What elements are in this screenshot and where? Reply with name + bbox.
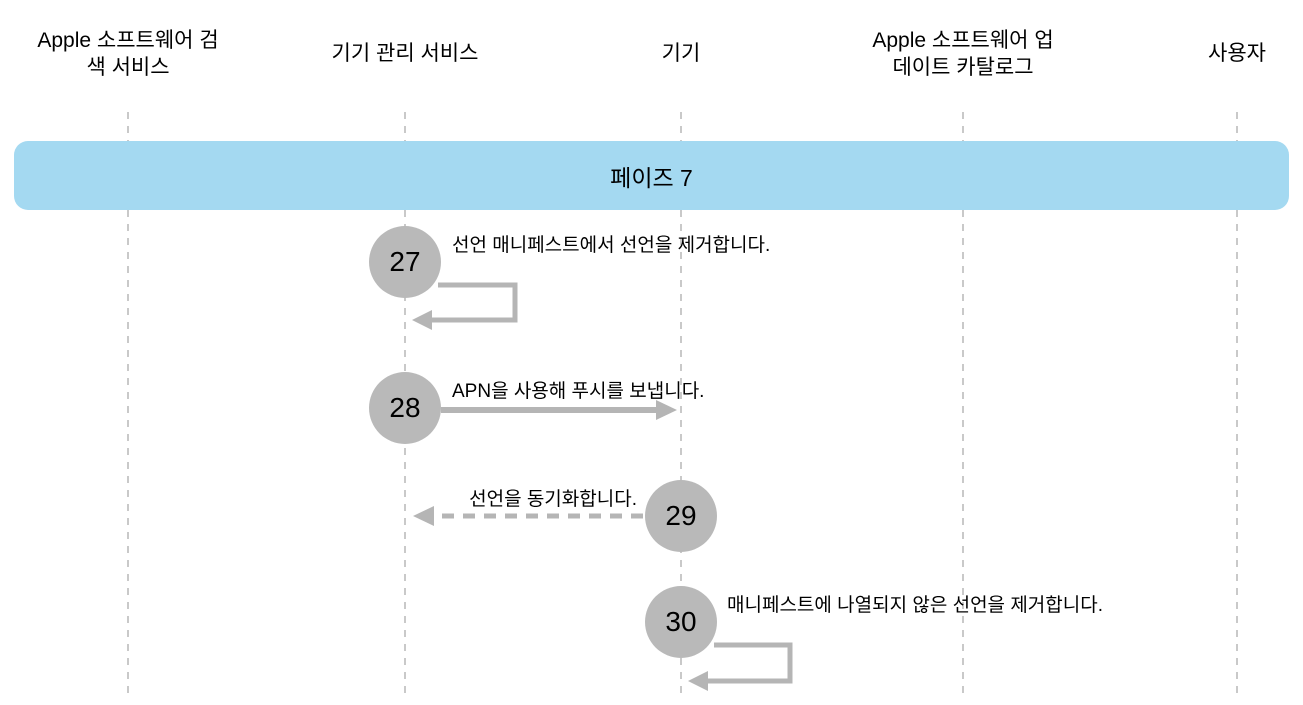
actor-label-device-management-service: 기기 관리 서비스 bbox=[331, 42, 479, 66]
step-27-circle: 27 bbox=[369, 226, 441, 298]
actor-label-apple-software-lookup-service: Apple 소프트웨어 검색 서비스 bbox=[37, 28, 219, 79]
step-27-self-loop-arrow bbox=[412, 282, 518, 330]
step-30-arrowhead-icon bbox=[688, 671, 708, 691]
actor-label-device: 기기 bbox=[661, 42, 701, 66]
step-28-arrowhead-icon bbox=[656, 400, 677, 420]
step-27-message: 선언 매니페스트에서 선언을 제거합니다. bbox=[452, 235, 771, 256]
step-30-circle: 30 bbox=[645, 586, 717, 658]
phase-banner-label: 페이즈 7 bbox=[610, 164, 693, 191]
step-30-self-loop-arrow bbox=[688, 642, 793, 691]
lifeline-device bbox=[680, 112, 682, 695]
actor-label-user: 사용자 bbox=[1208, 42, 1266, 66]
step-30-message: 매니페스트에 나열되지 않은 선언을 제거합니다. bbox=[727, 595, 1103, 616]
actor-label-apple-software-update-catalog: Apple 소프트웨어 업데이트 카탈로그 bbox=[872, 28, 1054, 79]
step-29-arrowhead-icon bbox=[413, 506, 434, 526]
lifeline-apple-software-lookup-service bbox=[127, 112, 129, 695]
step-27-arrowhead-icon bbox=[412, 310, 432, 330]
lifeline-user bbox=[1236, 112, 1238, 695]
step-28-solid-arrow bbox=[441, 400, 677, 420]
phase-banner: 페이즈 7 bbox=[14, 141, 1289, 210]
step-28-circle: 28 bbox=[369, 372, 441, 444]
step-28-message: APN을 사용해 푸시를 보냅니다. bbox=[452, 381, 705, 402]
step-29-circle: 29 bbox=[645, 480, 717, 552]
step-29-message: 선언을 동기화합니다. bbox=[469, 489, 637, 510]
lifeline-apple-software-update-catalog bbox=[962, 112, 964, 695]
